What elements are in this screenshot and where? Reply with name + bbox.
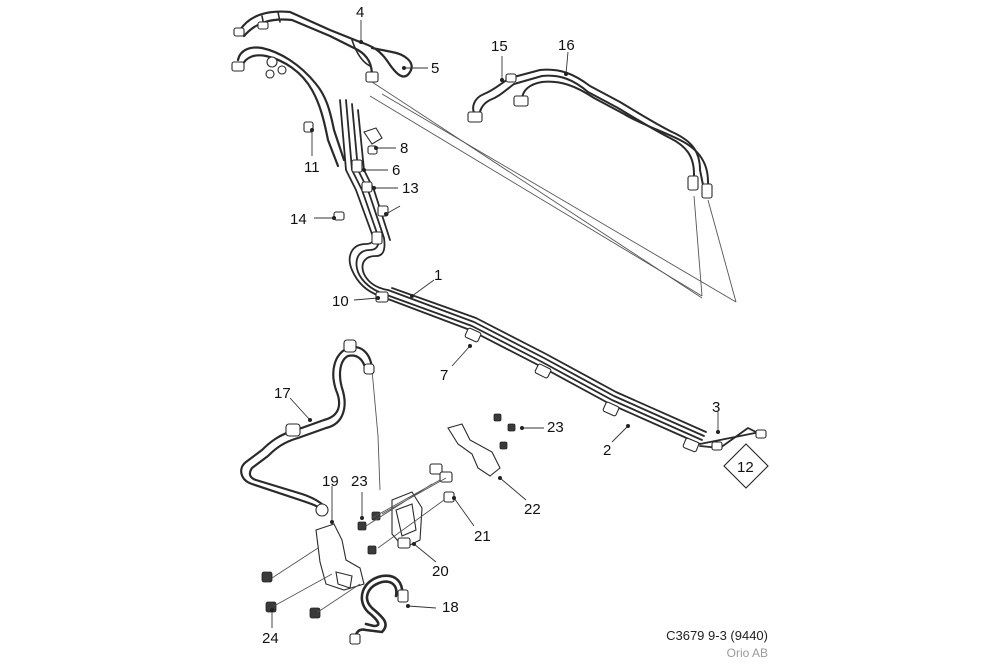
- callout-7: 7: [440, 367, 448, 384]
- callout-21: 21: [474, 528, 491, 545]
- lower-hose-part-18: [349, 574, 409, 645]
- callout-2: 2: [603, 442, 611, 459]
- upper-right-line-set-part-16: [467, 68, 713, 199]
- callout-5: 5: [431, 60, 439, 77]
- callout-6: 6: [392, 162, 400, 179]
- callout-labels: 4 5 15 16 8 6 13 11 14 1 10 7 3 2 12 17 …: [262, 4, 754, 647]
- callout-18: 18: [442, 599, 459, 616]
- left-harness-part-11: [231, 46, 346, 168]
- bracket-assembly-part-20: [261, 413, 516, 619]
- leader-lines: [270, 20, 720, 628]
- upper-harness-part-4: [233, 10, 413, 83]
- callout-11: 11: [304, 159, 320, 176]
- callout-23-left: 23: [351, 473, 368, 490]
- drawing-reference: C3679 9-3 (9440): [666, 628, 768, 643]
- reference-lines: [369, 81, 737, 491]
- callout-24: 24: [262, 630, 279, 647]
- callout-3: 3: [712, 399, 720, 416]
- callout-16: 16: [558, 37, 575, 54]
- callout-4: 4: [356, 4, 364, 21]
- callout-12-diamond: [723, 443, 769, 489]
- callout-8: 8: [400, 140, 408, 157]
- callout-19: 19: [322, 473, 339, 490]
- callout-15: 15: [491, 38, 508, 55]
- callout-10: 10: [332, 293, 349, 310]
- callout-14: 14: [290, 211, 307, 228]
- callout-20: 20: [432, 563, 449, 580]
- callout-13: 13: [402, 180, 419, 197]
- callout-17: 17: [274, 385, 291, 402]
- lower-hose-part-17: [240, 339, 375, 517]
- callout-12: 12: [737, 459, 754, 476]
- copyright-owner: Orio AB: [726, 646, 768, 660]
- callout-23-right: 23: [547, 419, 564, 436]
- callout-22: 22: [524, 501, 541, 518]
- callout-1: 1: [434, 267, 442, 284]
